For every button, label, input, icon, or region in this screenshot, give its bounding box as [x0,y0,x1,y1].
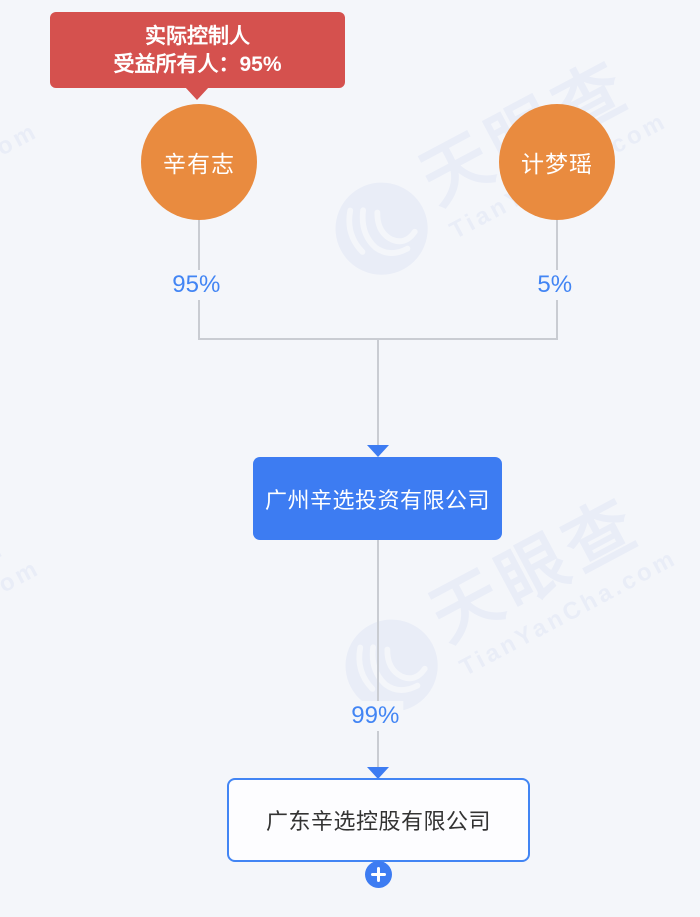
share-percent-label: 99% [347,701,404,731]
badge-line2: 受益所有人：95% [113,53,282,76]
watermark-brand-text: 天眼查 [0,493,17,667]
badge-tail-pointer [185,87,209,100]
watermark-domain-text: TianYanCha.com [0,554,45,692]
company-node-guangzhou-xinxuan[interactable]: 广州辛选投资有限公司 [253,457,502,540]
shareholder-node-jimengyao[interactable]: 计梦瑶 [499,104,615,220]
arrow-down-icon [367,767,389,779]
share-percent-label: 95% [168,270,225,300]
connector-line-center-top [377,340,379,446]
plus-icon [371,867,386,882]
watermark-domain-text: TianYanCha.com [0,117,43,255]
watermark-brand-text: 天眼查 [0,56,15,230]
expand-button[interactable] [365,861,392,888]
actual-controller-badge: 实际控制人 受益所有人：95% [50,12,345,100]
tianyancha-logo-icon [335,182,428,275]
shareholder-node-xinyouzhi[interactable]: 辛有志 [141,104,257,220]
shareholder-name: 辛有志 [163,151,235,177]
connector-line-center-bottom [377,540,379,768]
share-percent-label: 5% [533,270,577,300]
watermark: 天眼查 TianYanCha.com [0,493,70,698]
watermark: 天眼查 TianYanCha.com [0,56,68,261]
connector-line-horizontal [198,338,558,340]
watermark: 天眼查 TianYanCha.com [327,483,700,712]
company-node-guangdong-xinxuan[interactable]: 广东辛选控股有限公司 [227,778,530,862]
watermark-domain-text: TianYanCha.com [455,544,682,682]
arrow-down-icon [367,445,389,457]
shareholder-name: 计梦瑶 [521,151,593,177]
badge-line1: 实际控制人 [145,25,250,48]
